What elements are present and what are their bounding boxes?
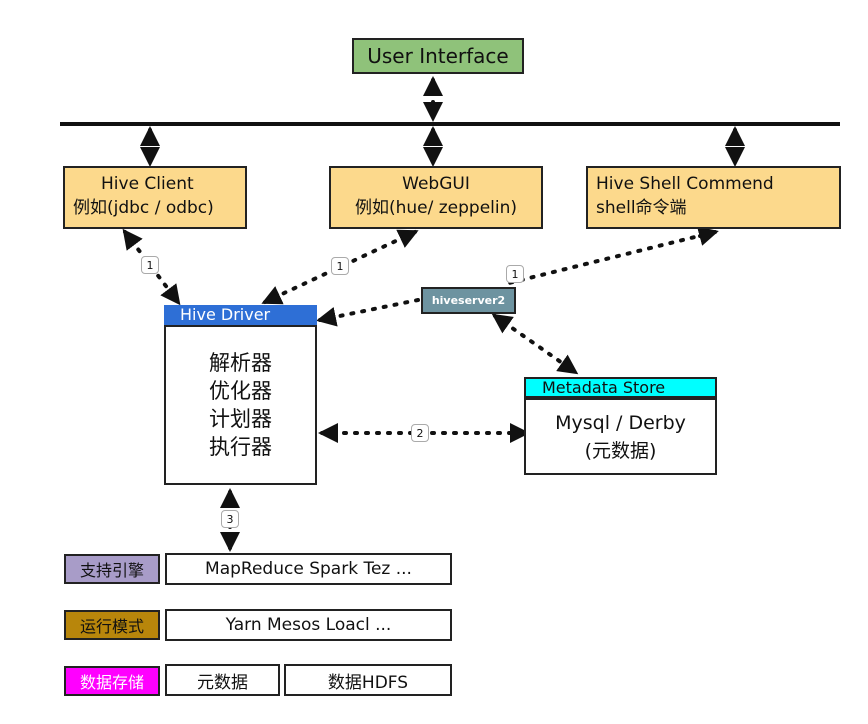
hive-driver-title: Hive Driver [164, 305, 317, 325]
storage-metadata-value: 元数据 [165, 664, 280, 696]
driver-optimizer: 优化器 [209, 379, 272, 403]
metadata-store-box: Mysql / Derby (元数据) [524, 398, 717, 475]
run-mode-label: 运行模式 [64, 610, 160, 640]
driver-parser: 解析器 [209, 351, 272, 375]
step-badge: 2 [411, 424, 429, 442]
metadata-db: Mysql / Derby [555, 411, 686, 434]
storage-label: 数据存储 [64, 666, 160, 696]
engine-label: 支持引擎 [64, 554, 160, 584]
hiveserver2-label: hiveserver2 [431, 294, 506, 307]
step-badge: 1 [141, 256, 159, 274]
storage-hdfs-value: 数据HDFS [284, 664, 452, 696]
hive-shell-title: Hive Shell Commend [596, 174, 774, 194]
webgui-title: WebGUI [402, 174, 470, 194]
run-mode-values: Yarn Mesos Loacl ... [165, 609, 452, 641]
hive-client-subtitle: 例如(jdbc / odbc) [73, 198, 214, 218]
hive-client-title: Hive Client [101, 174, 194, 194]
webgui-subtitle: 例如(hue/ zeppelin) [354, 198, 518, 218]
webgui-box: WebGUI 例如(hue/ zeppelin) [329, 166, 543, 229]
hive-shell-box: Hive Shell Commend shell命令端 [586, 166, 841, 229]
driver-executor: 执行器 [209, 435, 272, 459]
user-interface-box: User Interface [352, 38, 524, 74]
metadata-store-title: Metadata Store [524, 377, 717, 398]
connector-shell-hiveserver2 [503, 230, 717, 286]
connector-hiveserver2-metadata [491, 313, 579, 375]
hive-client-box: Hive Client 例如(jdbc / odbc) [63, 166, 247, 229]
user-interface-label: User Interface [367, 44, 509, 68]
driver-planner: 计划器 [209, 407, 272, 431]
metadata-note: (元数据) [584, 439, 657, 462]
hiveserver2-box: hiveserver2 [421, 287, 516, 314]
step-badge: 1 [506, 265, 524, 283]
hive-driver-box: 解析器 优化器 计划器 执行器 [164, 325, 317, 485]
step-badge: 1 [331, 257, 349, 275]
connector-hiveserver2-driver [316, 298, 420, 327]
connector-shell-head [696, 226, 719, 246]
hive-shell-subtitle: shell命令端 [596, 198, 687, 218]
step-badge: 3 [221, 510, 239, 528]
engine-values: MapReduce Spark Tez ... [165, 553, 452, 585]
